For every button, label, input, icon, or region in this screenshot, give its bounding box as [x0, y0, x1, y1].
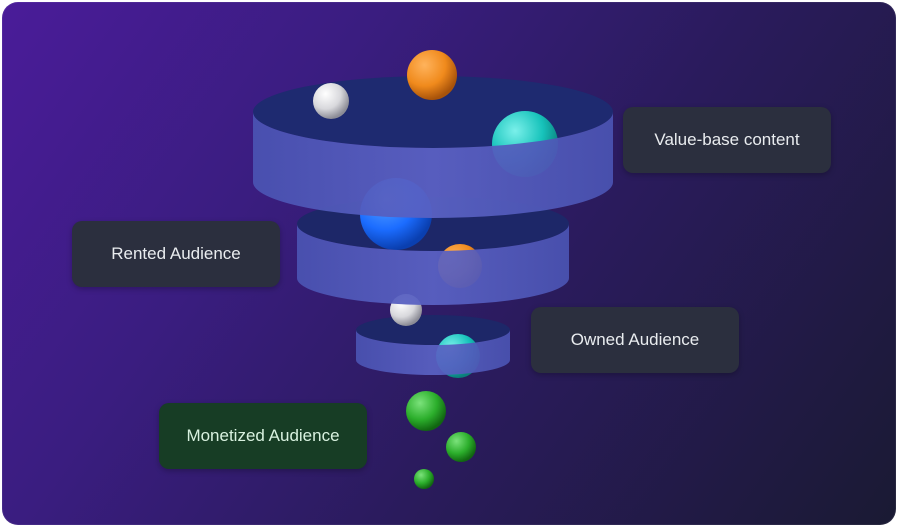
stage-label-text: Monetized Audience	[186, 426, 340, 445]
stage-label-text: Owned Audience	[570, 330, 700, 349]
stage-label-monetized-audience: Monetized Audience	[159, 403, 367, 469]
funnel-tier-3	[356, 294, 510, 378]
sphere-green-icon	[406, 391, 446, 431]
sphere-orange-icon	[407, 50, 457, 100]
sphere-green-icon	[414, 469, 434, 489]
stage-label-rented-audience: Rented Audience	[72, 221, 280, 287]
stage-label-text: Value-base content	[654, 130, 800, 149]
stage-label-text: Rented Audience	[111, 244, 241, 263]
funnel-tier-1	[253, 50, 613, 218]
sphere-green-icon	[446, 432, 476, 462]
stage-label-owned-audience: Owned Audience	[531, 307, 739, 373]
stage-label-value-content: Value-base content	[623, 107, 831, 173]
output-spheres	[406, 391, 476, 489]
sphere-white-icon	[313, 83, 349, 119]
